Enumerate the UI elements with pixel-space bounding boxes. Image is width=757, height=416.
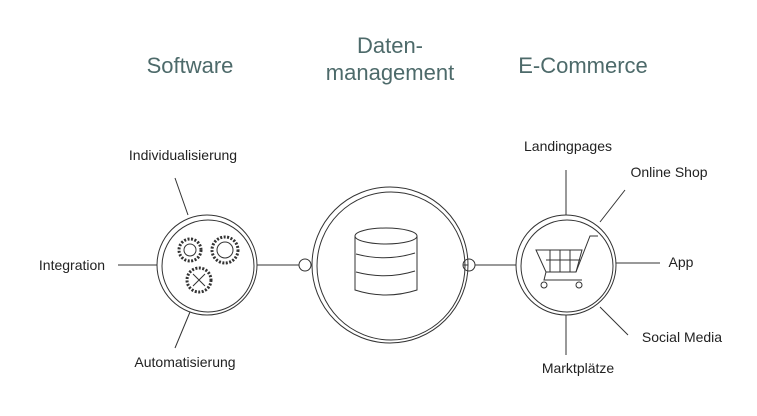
heading-datenmanagement: Daten-management [326,32,454,86]
heading-line: management [325,60,455,85]
label-individualisierung: Individualisierung [128,147,238,163]
label-landingpages: Landingpages [524,138,612,154]
label-automatisierung: Automatisierung [134,354,236,370]
connector-lines [118,170,660,355]
database-icon [354,227,418,296]
connector-node [298,258,312,272]
heading-software: Software [146,53,234,78]
heading-line: Daten- [356,33,424,58]
label-app: App [668,254,694,270]
shopping-cart-icon [535,235,598,289]
heading-ecommerce: E-Commerce [518,53,648,78]
ecommerce-circle [515,214,617,316]
label-integration: Integration [38,257,106,273]
label-marktplaetze: Marktplätze [541,360,615,376]
label-social-media: Social Media [641,329,723,345]
label-online-shop: Online Shop [630,164,708,180]
gears-icon [177,235,240,294]
connector-node [462,258,476,272]
data-circle [311,186,469,344]
software-circle [156,214,258,316]
